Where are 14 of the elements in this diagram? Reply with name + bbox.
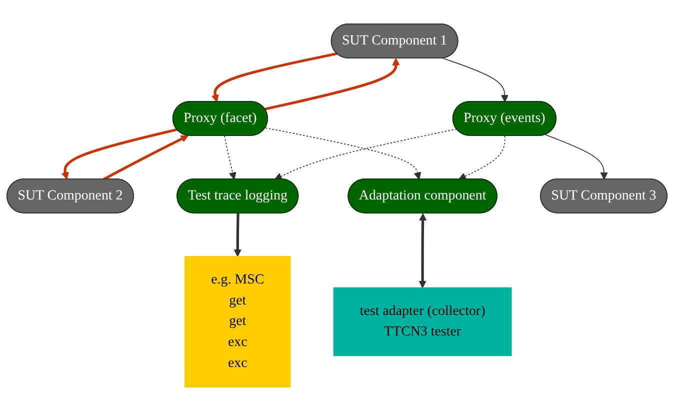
arrow bbox=[224, 134, 236, 180]
arrow bbox=[264, 126, 422, 180]
arrow bbox=[211, 52, 338, 102]
arrow bbox=[545, 134, 608, 180]
arrow bbox=[418, 212, 427, 288]
arrow bbox=[102, 134, 188, 180]
arrow bbox=[264, 58, 400, 110]
arrow bbox=[62, 128, 178, 180]
arrow bbox=[458, 134, 506, 180]
node-box: e.g. MSC get get exc exc bbox=[184, 256, 291, 387]
node-box: test adapter (collector) TTCN3 tester bbox=[333, 286, 512, 356]
arrow bbox=[234, 212, 242, 256]
arrow bbox=[442, 57, 509, 102]
arrow bbox=[274, 128, 458, 180]
